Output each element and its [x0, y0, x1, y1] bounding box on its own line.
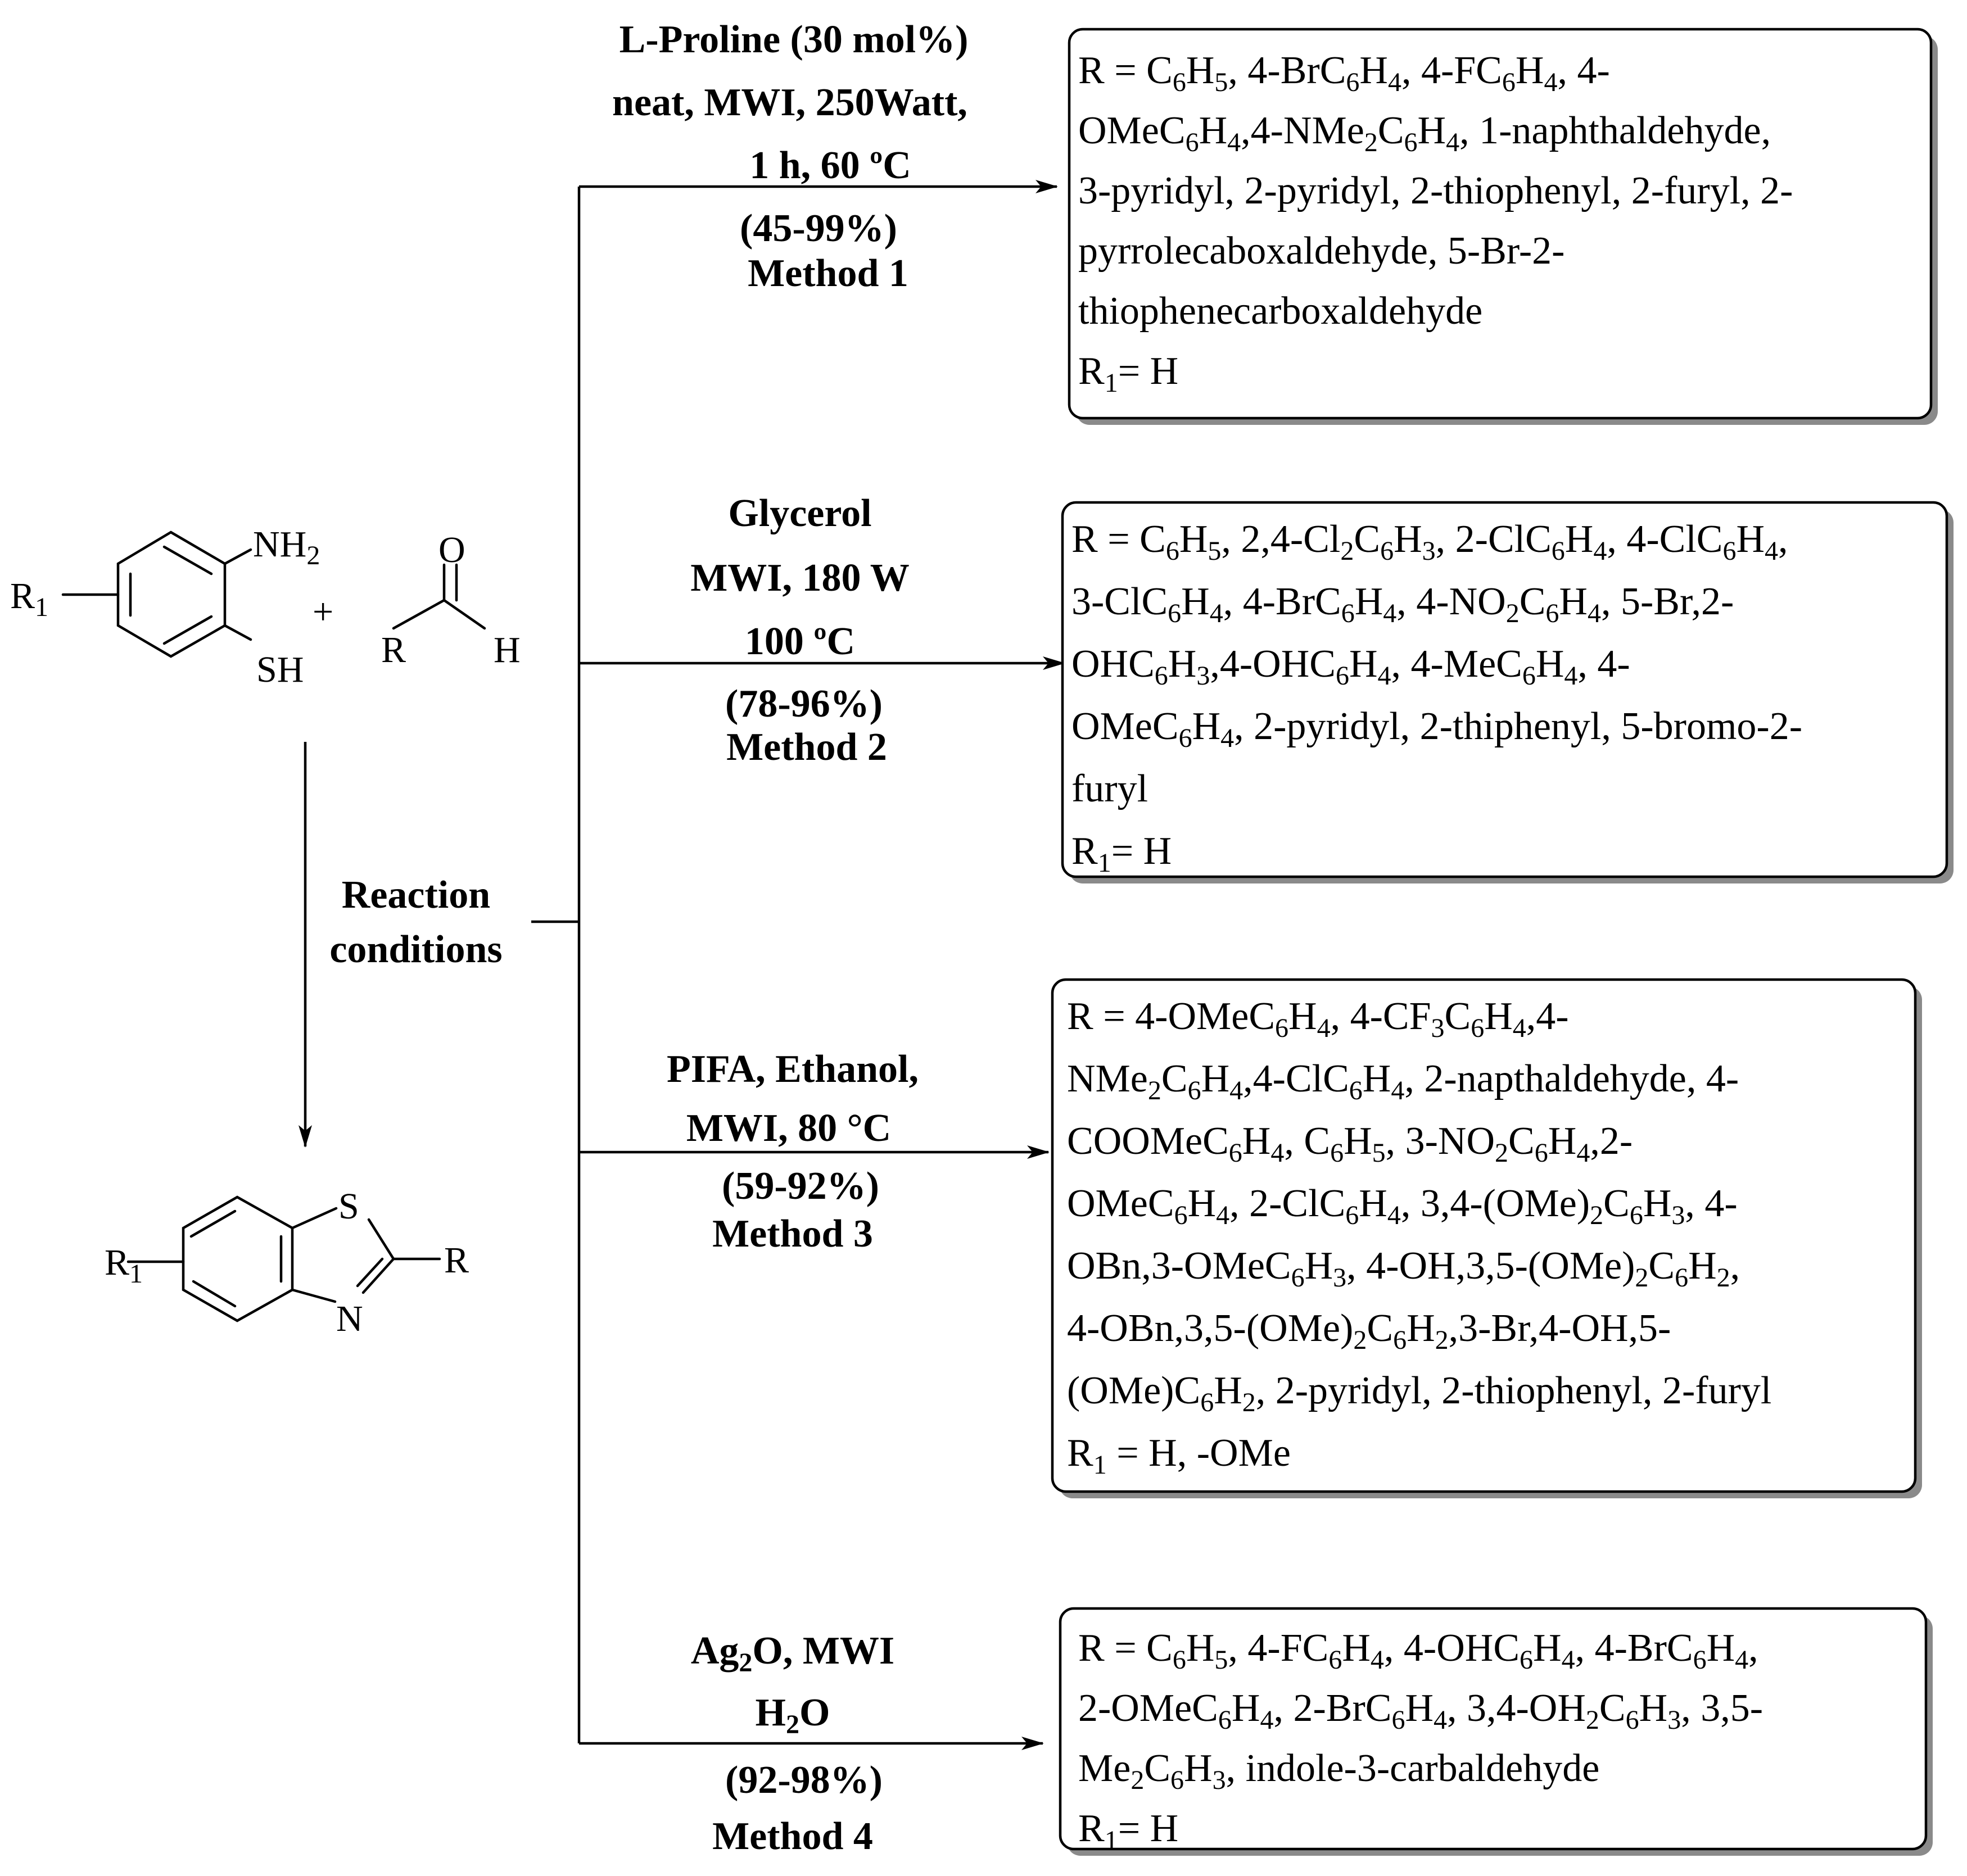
method-2-substrate-line-6: R1= H [1071, 830, 1172, 878]
method-2-yield: (78-96%) [725, 682, 883, 726]
product-sulfur-label: S [338, 1186, 359, 1227]
method-1-substrate-line-6: R1= H [1078, 350, 1178, 398]
product-r1-label: R1 [105, 1242, 143, 1289]
method-3-label: Method 3 [712, 1212, 873, 1256]
method-3-substrate-line-2: NMe2C6H4,4-ClC6H4, 2-napthaldehyde, 4- [1067, 1057, 1739, 1105]
method-3-condition-line-2: MWI, 80 °C [686, 1107, 891, 1150]
method-1-condition-line-1: L-Proline (30 mol%) [620, 18, 969, 61]
method-2-condition-line-1: Glycerol [728, 492, 871, 535]
aldehyde-r-label: R [381, 629, 406, 670]
thiol-group-label: SH [256, 649, 304, 690]
method-1-substrate-line-4: pyrrolecaboxaldehyde, 5-Br-2- [1078, 229, 1564, 273]
method-2-condition-line-3: 100 ºC [745, 620, 855, 663]
method-1-conditions: L-Proline (30 mol%) neat, MWI, 250Watt, … [612, 18, 968, 295]
method-3-substrate-line-4: OMeC6H4, 2-ClC6H4, 3,4-(OMe)2C6H3, 4- [1067, 1182, 1738, 1230]
reaction-conditions-line2: conditions [329, 928, 502, 971]
aldehyde-h-label: H [494, 629, 521, 670]
product-r-label: R [444, 1240, 469, 1281]
branch-connector [531, 187, 581, 1743]
method-2-condition-line-2: MWI, 180 W [690, 556, 910, 600]
method-3-substrate-line-7: (OMe)C6H2, 2-pyridyl, 2-thiophenyl, 2-fu… [1067, 1369, 1771, 1417]
method-2-substrate-line-2: 3-ClC6H4, 4-BrC6H4, 4-NO2C6H4, 5-Br,2- [1071, 580, 1734, 628]
amino-group-label: NH2 [253, 524, 320, 570]
method-2-substrate-line-5: furyl [1071, 767, 1148, 810]
method-1-yield: (45-99%) [740, 207, 897, 250]
method-2-label: Method 2 [726, 726, 887, 769]
method-3-substrate-line-5: OBn,3-OMeC6H3, 4-OH,3,5-(OMe)2C6H2, [1067, 1244, 1740, 1293]
method-4-substrate-line-4: R1= H [1078, 1807, 1178, 1855]
method-3-substrate-box: R = 4-OMeC6H4, 4-CF3C6H4,4- NMe2C6H4,4-Cl… [1051, 978, 1922, 1498]
method-4-substrate-line-2: 2-OMeC6H4, 2-BrC6H4, 3,4-OH2C6H3, 3,5- [1078, 1687, 1763, 1735]
method-4-label: Method 4 [712, 1815, 873, 1858]
aldehyde-oxygen-label: O [438, 529, 465, 570]
method-4-substrate-box: R = C6H5, 4-FC6H4, 4-OHC6H4, 4-BrC6H4, 2-… [1059, 1607, 1933, 1856]
reactant-aminothiophenol: R1 NH2 SH [10, 524, 320, 690]
method-4-substrate-line-3: Me2C6H3, indole-3-carbaldehyde [1078, 1747, 1599, 1795]
product-nitrogen-label: N [336, 1298, 363, 1339]
method-2-conditions: Glycerol MWI, 180 W 100 ºC (78-96%) Meth… [690, 492, 910, 769]
method-1-substrate-line-5: thiophenecarboxaldehyde [1078, 289, 1482, 333]
method-4-condition-line-2: H2O [756, 1691, 830, 1739]
method-4-condition-line-1: Ag2O, MWI [691, 1629, 894, 1678]
product-benzothiazole: S N R R1 [105, 1186, 469, 1339]
method-1-condition-line-2: neat, MWI, 250Watt, [612, 81, 967, 124]
method-3-substrate-line-6: 4-OBn,3,5-(OMe)2C6H2,3-Br,4-OH,5- [1067, 1307, 1671, 1355]
method-3-substrate-line-8: R1 = H, -OMe [1067, 1431, 1291, 1480]
method-2-substrate-box: R = C6H5, 2,4-Cl2C6H3, 2-ClC6H4, 4-ClC6H… [1061, 501, 1954, 883]
method-2-substrate-line-3: OHC6H3,4-OHC6H4, 4-MeC6H4, 4- [1071, 642, 1630, 691]
plus-sign: + [313, 591, 333, 632]
method-4-conditions: Ag2O, MWI H2O (92-98%) Method 4 [691, 1629, 894, 1858]
method-1-label: Method 1 [748, 252, 908, 295]
method-3-substrate-line-1: R = 4-OMeC6H4, 4-CF3C6H4,4- [1067, 995, 1569, 1043]
method-1-substrate-line-1: R = C6H5, 4-BrC6H4, 4-FC6H4, 4- [1078, 49, 1610, 97]
method-1-condition-line-3: 1 h, 60 ºC [749, 144, 911, 187]
method-4-substrate-line-1: R = C6H5, 4-FC6H4, 4-OHC6H4, 4-BrC6H4, [1078, 1626, 1758, 1675]
method-3-conditions: PIFA, Ethanol, MWI, 80 °C (59-92%) Metho… [667, 1048, 919, 1256]
method-1-substrate-line-3: 3-pyridyl, 2-pyridyl, 2-thiophenyl, 2-fu… [1078, 169, 1793, 212]
method-4-yield: (92-98%) [725, 1759, 883, 1802]
reactant-aldehyde: O R H [381, 529, 521, 670]
method-3-yield: (59-92%) [722, 1164, 879, 1208]
aminothiophenol-r1-label: R1 [10, 576, 48, 622]
reaction-conditions-line1: Reaction [342, 873, 490, 917]
method-1-substrate-box: R = C6H5, 4-BrC6H4, 4-FC6H4, 4- OMeC6H4,4… [1068, 28, 1938, 425]
method-1-substrate-line-2: OMeC6H4,4-NMe2C6H4, 1-naphthaldehyde, [1078, 109, 1771, 157]
method-3-condition-line-1: PIFA, Ethanol, [667, 1048, 919, 1091]
method-2-substrate-line-4: OMeC6H4, 2-pyridyl, 2-thiphenyl, 5-bromo… [1071, 705, 1802, 753]
method-3-substrate-line-3: COOMeC6H4, C6H5, 3-NO2C6H4,2- [1067, 1120, 1633, 1168]
method-2-substrate-line-1: R = C6H5, 2,4-Cl2C6H3, 2-ClC6H4, 4-ClC6H… [1071, 518, 1788, 566]
